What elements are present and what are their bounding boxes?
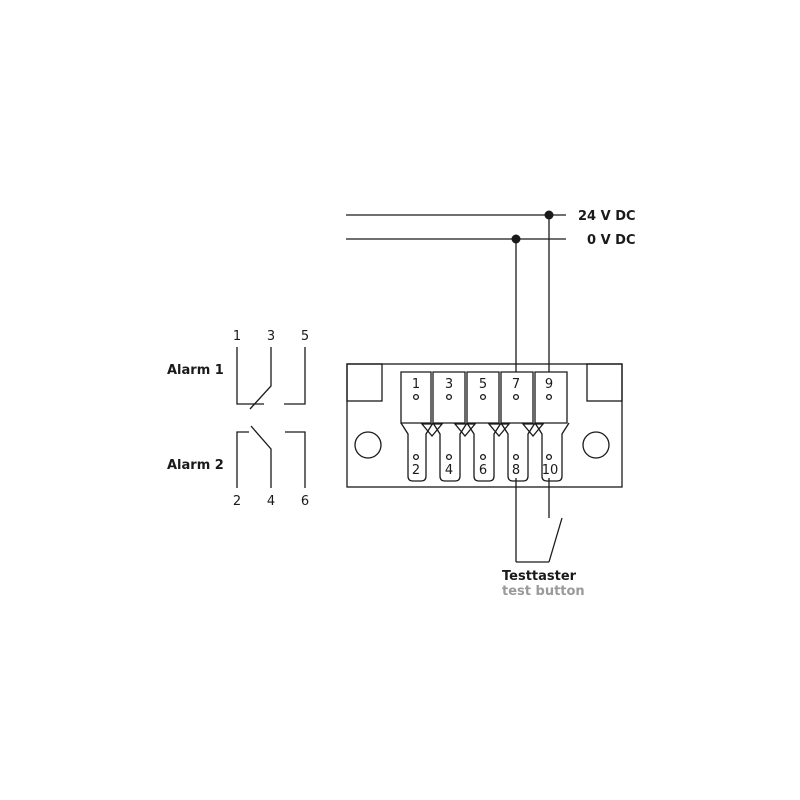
- pin-hole-top: [445, 393, 453, 401]
- alarm2-terminal-4: 4: [267, 494, 275, 509]
- alarm1-no-lead: [284, 347, 306, 405]
- terminal-slot-9-10: [534, 371, 570, 482]
- pin-3-label: 3: [445, 377, 453, 392]
- alarm-contacts: 1 3 5 Alarm 1 Alarm 2 2 4 6: [167, 329, 309, 509]
- supply-rails: 24 V DC 0 V DC: [346, 209, 636, 248]
- alarm2-terminal-2: 2: [233, 494, 241, 509]
- pin-hole-top: [479, 393, 487, 401]
- pin-1-label: 1: [412, 377, 420, 392]
- pushbutton-contact-icon: [548, 517, 563, 563]
- mounting-hole-left: [354, 431, 382, 459]
- pin-9-label: 9: [545, 377, 553, 392]
- pin-hole-bottom: [512, 453, 520, 461]
- pin-8-label: 8: [512, 463, 520, 478]
- connector-housing: [346, 363, 623, 488]
- slot-upper: [432, 371, 466, 424]
- arrow-icon: [453, 423, 477, 438]
- alarm2-label: Alarm 2: [167, 458, 224, 473]
- alarm2-common-blade: [250, 425, 272, 488]
- slot-lower: [432, 422, 468, 482]
- housing-left-notch: [346, 363, 383, 402]
- slot-upper: [534, 371, 568, 424]
- slot-lower: [500, 422, 536, 482]
- alarm1-label: Alarm 1: [167, 363, 224, 378]
- alarm1-nc-lead: [236, 347, 264, 405]
- housing-right-notch: [586, 363, 623, 402]
- pin-5-label: 5: [479, 377, 487, 392]
- pin-hole-top: [545, 393, 553, 401]
- slot-upper: [466, 371, 500, 424]
- test-button-label-de: Testtaster: [502, 569, 577, 584]
- alarm1-terminal-5: 5: [301, 329, 309, 344]
- terminal-slot-3-4: [432, 371, 477, 482]
- pin-hole-bottom: [445, 453, 453, 461]
- pin-7-label: 7: [512, 377, 520, 392]
- alarm1-common-blade: [249, 347, 272, 410]
- alarm1-terminal-1: 1: [233, 329, 241, 344]
- pin-hole-bottom: [545, 453, 553, 461]
- pin-hole-bottom: [412, 453, 420, 461]
- slot-lower: [534, 422, 570, 482]
- pin-hole-top: [412, 393, 420, 401]
- pin-hole-top: [512, 393, 520, 401]
- test-button-circuit: Testtaster test button: [502, 478, 585, 599]
- slot-upper: [500, 371, 534, 424]
- pin-10-label: 10: [542, 463, 559, 478]
- terminal-slot-5-6: [466, 371, 511, 482]
- slot-lower: [400, 422, 434, 482]
- rail-0v-label: 0 V DC: [587, 233, 636, 248]
- alarm2-no-lead: [285, 431, 306, 488]
- arrow-icon: [420, 423, 444, 438]
- pin-2-label: 2: [412, 463, 420, 478]
- test-button-label-en: test button: [502, 584, 585, 599]
- alarm2-nc-lead: [236, 431, 249, 488]
- arrow-icon: [521, 423, 545, 438]
- mounting-hole-right: [582, 431, 610, 459]
- pin-6-label: 6: [479, 463, 487, 478]
- rail-24v-label: 24 V DC: [578, 209, 636, 224]
- terminal-connector: 1 3 5 7 9 2 4 6 8 10: [346, 363, 623, 488]
- pin-hole-bottom: [479, 453, 487, 461]
- arrow-icon: [487, 423, 511, 438]
- slot-lower: [466, 422, 502, 482]
- slot-upper: [400, 371, 432, 424]
- terminal-slot-7-8: [500, 371, 545, 482]
- alarm1-terminal-3: 3: [267, 329, 275, 344]
- pin-4-label: 4: [445, 463, 453, 478]
- alarm2-terminal-6: 6: [301, 494, 309, 509]
